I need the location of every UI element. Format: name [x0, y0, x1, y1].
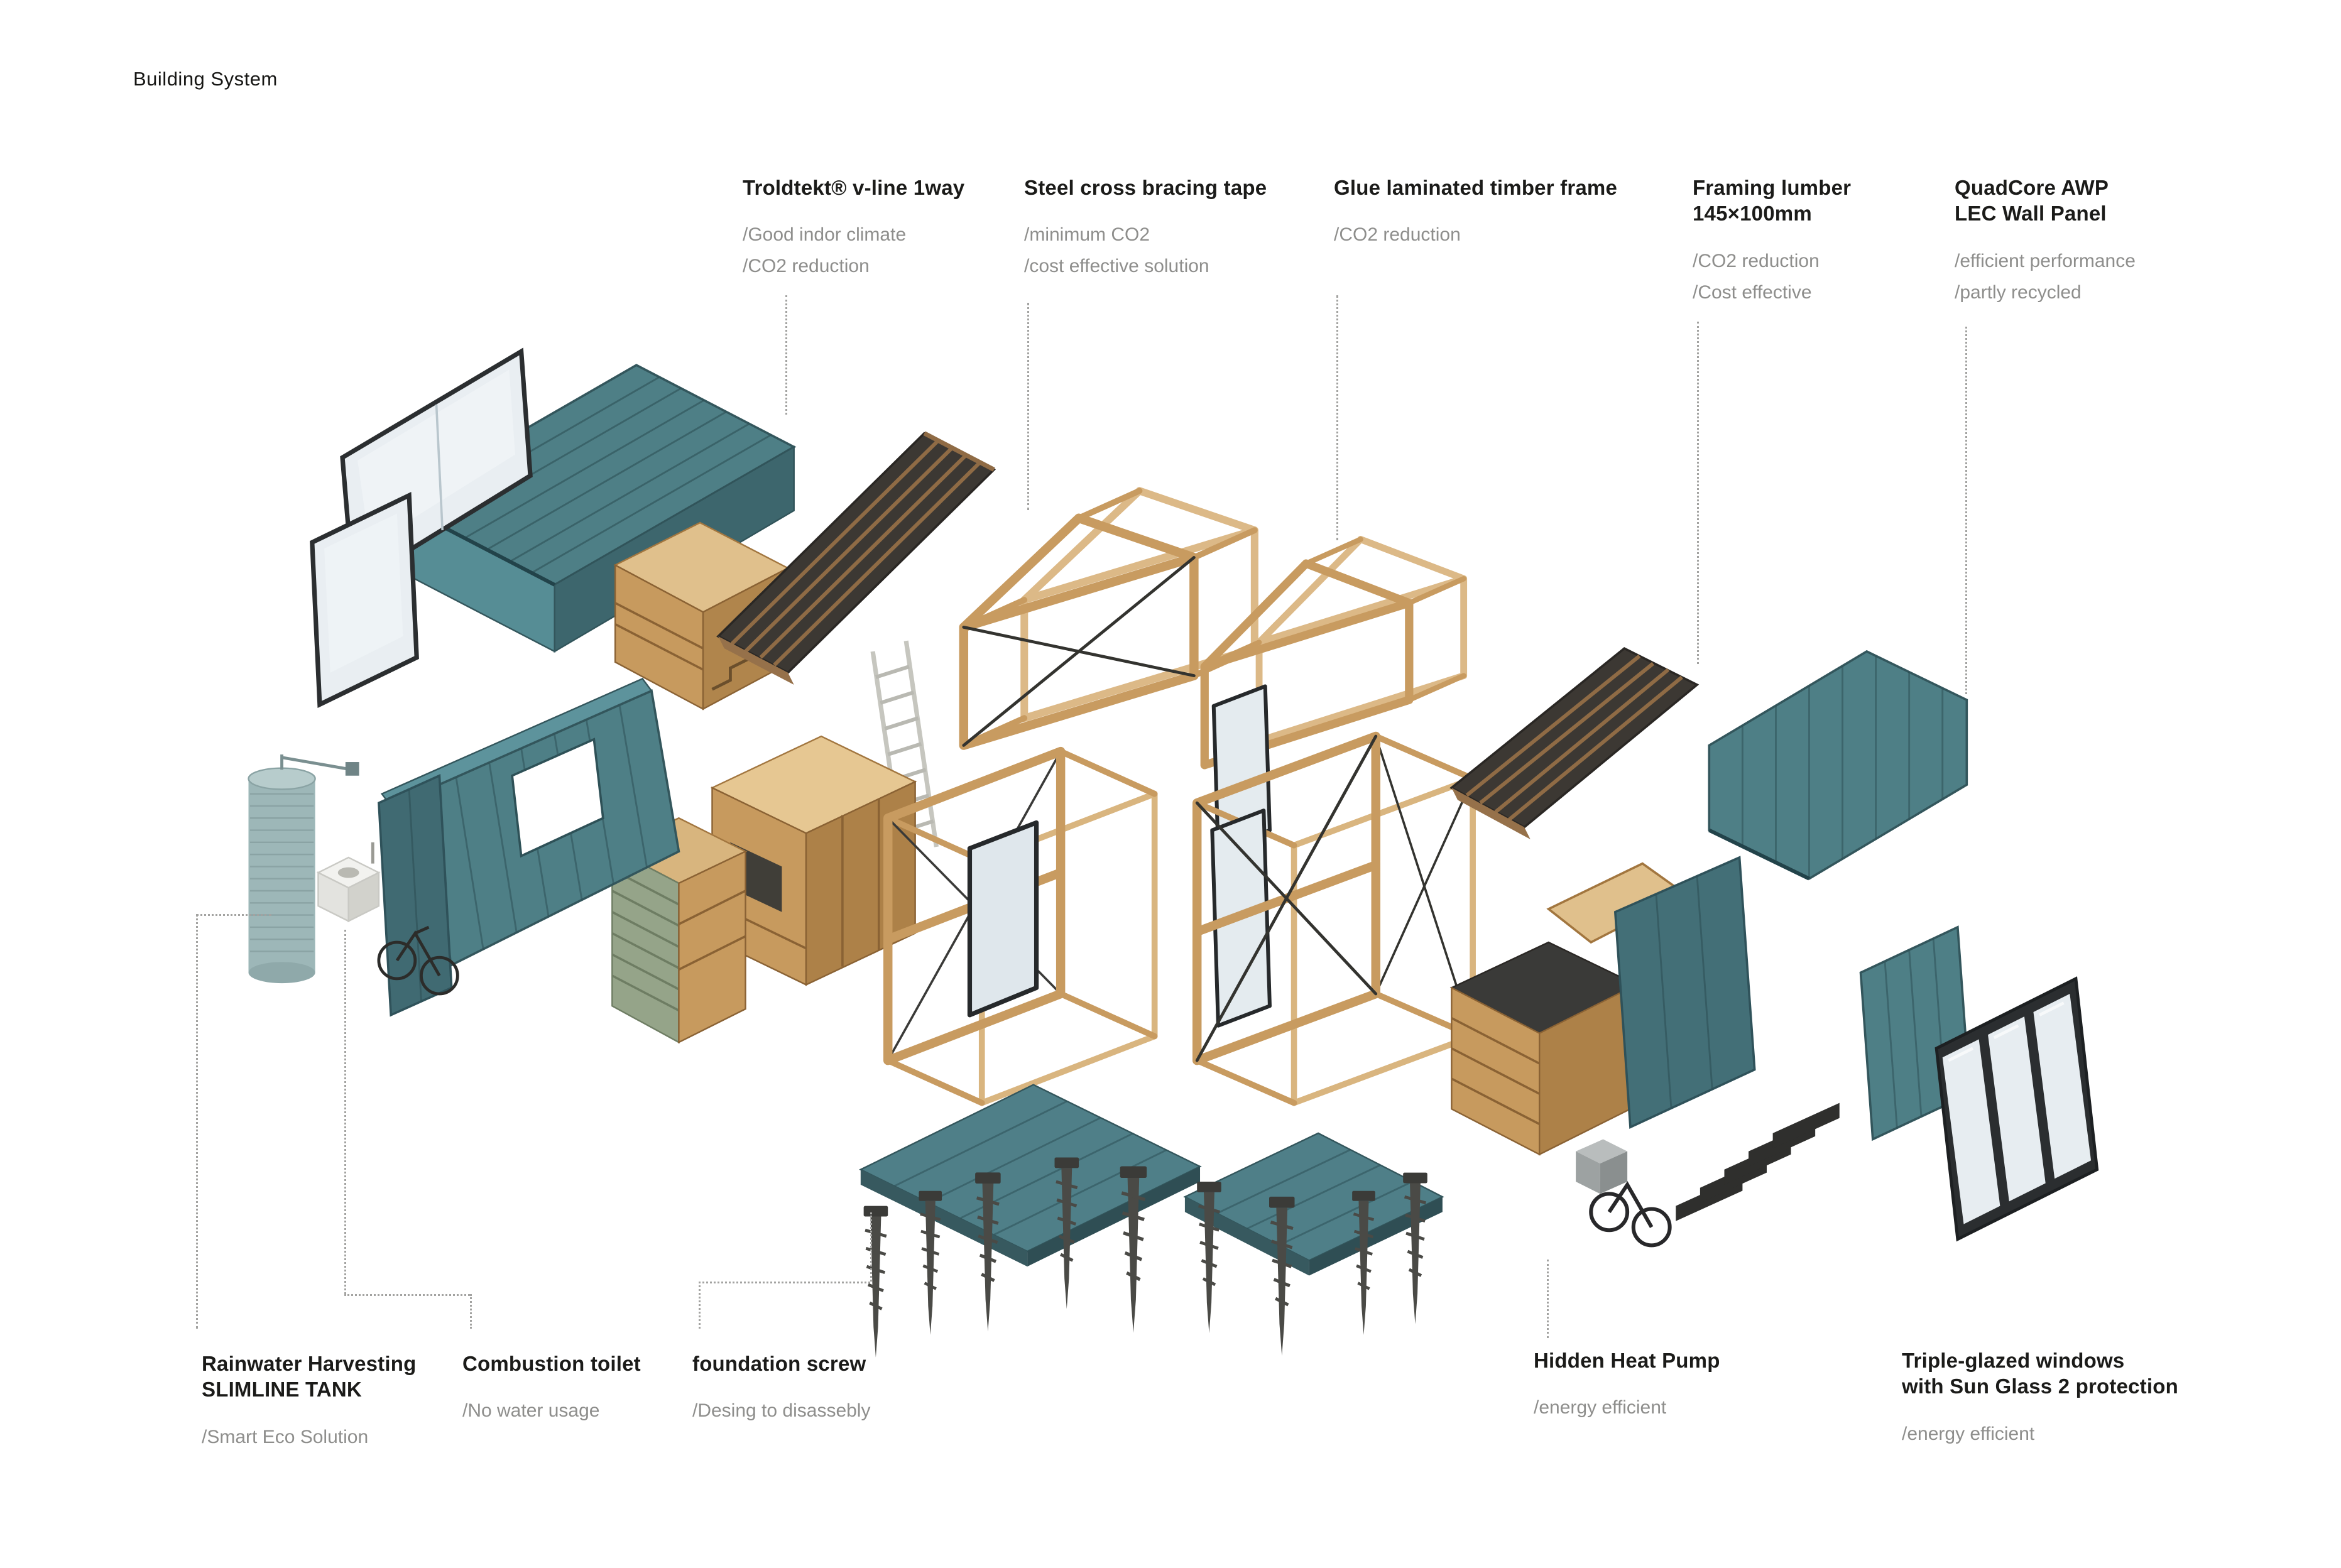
- label-foundation-screw-title: foundation screw: [692, 1352, 866, 1375]
- component-quadcore-wall-panel: [1708, 650, 1968, 881]
- label-triple-windows: Triple-glazed windows with Sun Glass 2 p…: [1902, 1348, 2178, 1452]
- leader-troldtekt: [785, 295, 787, 415]
- label-glulam-frame-title: Glue laminated timber frame: [1334, 176, 1618, 199]
- label-glulam-frame-features: /CO2 reduction: [1334, 222, 1617, 248]
- bicycle-icon: [1589, 1181, 1672, 1248]
- roof-battens: [1465, 654, 1683, 821]
- leader-framing-lumber: [1697, 322, 1699, 664]
- label-rainwater-title: Rainwater Harvesting SLIMLINE TANK: [202, 1352, 417, 1402]
- label-heat-pump-title: Hidden Heat Pump: [1534, 1349, 1720, 1372]
- feature-line: /Good indor climate: [743, 224, 907, 246]
- label-rainwater: Rainwater Harvesting SLIMLINE TANK /Smar…: [202, 1351, 416, 1456]
- label-framing-lumber: Framing lumber 145×100mm /CO2 reduction …: [1693, 175, 1851, 311]
- leader-toilet-h: [344, 1294, 470, 1296]
- label-foundation-screw: foundation screw /Desing to disassebly: [692, 1351, 870, 1429]
- leader-screw-v2: [699, 1282, 701, 1329]
- component-combustion-toilet: [316, 842, 381, 923]
- leader-screw-h: [699, 1282, 870, 1283]
- leader-steel-bracing: [1027, 303, 1029, 510]
- label-quadcore: QuadCore AWP LEC Wall Panel /efficient p…: [1955, 175, 2136, 311]
- feature-line: /No water usage: [462, 1400, 600, 1422]
- heat-pump-unit: [1576, 1139, 1628, 1194]
- component-dark-roof-panel-right: [1449, 647, 1700, 840]
- label-combustion-toilet: Combustion toilet /No water usage: [462, 1351, 641, 1429]
- leader-toilet-v1: [344, 930, 346, 1294]
- feature-line: /CO2 reduction: [1334, 224, 1461, 246]
- label-framing-lumber-features: /CO2 reduction /Cost effective: [1693, 248, 1851, 306]
- feature-line: /CO2 reduction: [1693, 250, 1820, 271]
- component-entry-panel-right: [1576, 856, 1840, 1248]
- label-triple-windows-title: Triple-glazed windows with Sun Glass 2 p…: [1902, 1349, 2178, 1398]
- component-floor-platform-1: [859, 1084, 1202, 1267]
- label-framing-lumber-title: Framing lumber 145×100mm: [1693, 176, 1852, 226]
- component-rainwater-tank: [248, 754, 359, 984]
- feature-line: /Smart Eco Solution: [202, 1426, 369, 1447]
- label-quadcore-title: QuadCore AWP LEC Wall Panel: [1955, 176, 2109, 226]
- feature-line: /efficient performance: [1955, 250, 2136, 271]
- label-rainwater-features: /Smart Eco Solution: [202, 1424, 416, 1451]
- component-floor-platform-2: [1183, 1132, 1444, 1276]
- component-window-panel-small: [310, 491, 419, 709]
- steel-cross-tape: [1195, 734, 1378, 1062]
- component-triple-glazed-window: [1934, 976, 2099, 1242]
- steel-cross-tape: [962, 556, 1196, 747]
- feature-line: /partly recycled: [1955, 281, 2082, 303]
- label-glulam-frame: Glue laminated timber frame /CO2 reducti…: [1334, 175, 1617, 253]
- label-combustion-toilet-features: /No water usage: [462, 1398, 641, 1424]
- leader-toilet-v2: [470, 1294, 472, 1329]
- component-teal-wall-panel: [380, 677, 680, 984]
- bicycle-icon: [377, 925, 459, 996]
- label-combustion-toilet-title: Combustion toilet: [462, 1352, 641, 1375]
- feature-line: /Cost effective: [1693, 281, 1812, 303]
- label-quadcore-features: /efficient performance /partly recycled: [1955, 248, 2136, 306]
- leader-quadcore: [1965, 327, 1967, 694]
- page-title: Building System: [133, 68, 278, 90]
- glass-pane: [1211, 684, 1272, 854]
- feature-line: /CO2 reduction: [743, 256, 870, 277]
- leader-glulam: [1336, 295, 1338, 540]
- leader-rainwater-h: [196, 914, 271, 916]
- label-troldtekt-title: Troldtekt® v-line 1way: [743, 176, 965, 199]
- feature-line: /cost effective solution: [1024, 256, 1209, 277]
- label-heat-pump: Hidden Heat Pump /energy efficient: [1534, 1348, 1720, 1426]
- feature-line: /energy efficient: [1902, 1423, 2035, 1444]
- leader-heat-pump: [1547, 1260, 1549, 1338]
- feature-line: /minimum CO2: [1024, 224, 1150, 246]
- leader-rainwater-v: [196, 914, 198, 1329]
- entry-stairs: [1676, 1102, 1840, 1221]
- component-timber-box-frame-center: [883, 746, 1158, 1106]
- label-steel-bracing-features: /minimum CO2 /cost effective solution: [1024, 222, 1267, 280]
- component-teal-door-panel-left: [377, 774, 459, 1017]
- label-troldtekt-features: /Good indor climate /CO2 reduction: [743, 222, 964, 280]
- label-triple-windows-features: /energy efficient: [1902, 1421, 2178, 1447]
- component-glulam-gable-frame: [1200, 536, 1468, 854]
- window-opening: [511, 738, 604, 858]
- label-foundation-screw-features: /Desing to disassebly: [692, 1398, 870, 1424]
- label-steel-bracing: Steel cross bracing tape /minimum CO2 /c…: [1024, 175, 1267, 285]
- feature-line: /energy efficient: [1534, 1397, 1667, 1418]
- label-steel-bracing-title: Steel cross bracing tape: [1024, 176, 1267, 199]
- roof-standing-seams: [419, 376, 772, 574]
- leader-screw-v1: [870, 1212, 872, 1282]
- component-timber-box-frame-x: [1192, 731, 1476, 1106]
- label-heat-pump-features: /energy efficient: [1534, 1395, 1720, 1421]
- component-gable-frame-steel-bracing: [959, 487, 1258, 750]
- glass-door: [967, 820, 1039, 1018]
- roof-battens: [730, 439, 982, 667]
- label-troldtekt: Troldtekt® v-line 1way /Good indor clima…: [743, 175, 964, 285]
- feature-line: /Desing to disassebly: [692, 1400, 871, 1422]
- component-dark-roof-panel-left: [716, 431, 996, 685]
